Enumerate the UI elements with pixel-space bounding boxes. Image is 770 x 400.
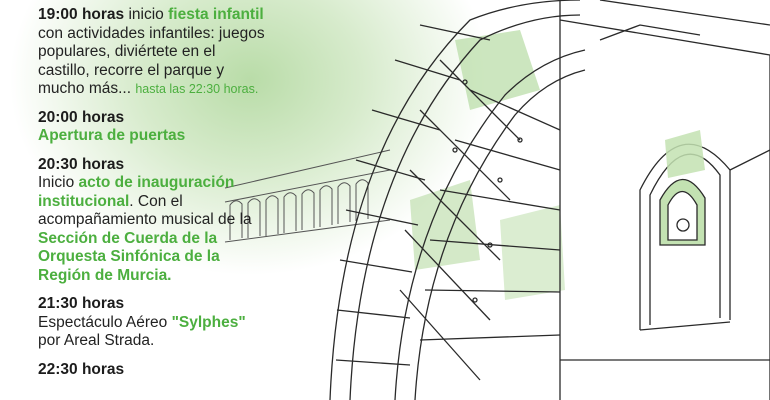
event-text: por Areal Strada.: [38, 332, 155, 349]
event-highlight: Sección de Cuerda de la Orquesta Sinfóni…: [38, 229, 220, 284]
event-schedule: 19:00 horas inicio fiesta infantil con a…: [38, 6, 270, 389]
event-highlight: Apertura de puertas: [38, 127, 186, 144]
event-highlight: "Sylphes": [171, 313, 246, 331]
event-text: inicio: [124, 6, 169, 23]
event-text: . Con el acompañamiento musical de la: [38, 192, 252, 229]
time-label: 20:00 horas: [38, 108, 125, 126]
event-note: hasta las 22:30 horas.: [135, 82, 259, 96]
time-label: 21:30 horas: [38, 295, 125, 312]
time-label: 19:00 horas: [38, 6, 125, 23]
waterwheel: [329, 0, 586, 400]
building: [559, 0, 770, 400]
schedule-block-1900: 19:00 horas inicio fiesta infantil con a…: [38, 6, 270, 99]
schedule-block-2000: 20:00 horas Apertura de puertas: [38, 109, 270, 146]
event-text: Inicio: [38, 174, 79, 191]
event-text: con actividades infantiles: juegos popul…: [38, 24, 265, 98]
building-green-shading: [665, 130, 705, 178]
time-label: 20:30 horas: [38, 155, 125, 173]
schedule-block-2130: 21:30 horas Espectáculo Aéreo "Sylphes" …: [38, 295, 270, 351]
schedule-block-2030: 20:30 horas Inicio acto de inauguración …: [38, 156, 270, 286]
aqueduct-arches: [224, 149, 391, 243]
event-text: Espectáculo Aéreo: [38, 313, 172, 331]
event-highlight: acto de inauguración institucional: [38, 174, 235, 210]
time-label: 22:30 horas: [38, 360, 125, 378]
schedule-block-2230: 22:30 horas: [38, 361, 270, 380]
event-highlight: fiesta infantil: [168, 6, 264, 23]
